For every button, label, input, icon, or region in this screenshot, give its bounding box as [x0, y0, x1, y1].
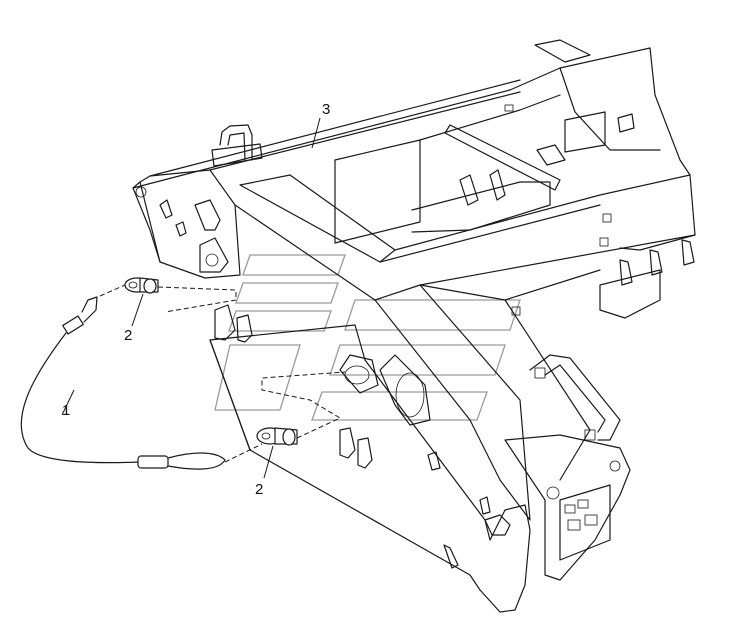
- tether-cable: [20, 296, 226, 470]
- assembly-guides: [99, 284, 346, 463]
- callout-pin-lower: 2: [255, 481, 263, 498]
- watermark-logo: [214, 254, 521, 421]
- lock-pin-lower: [256, 427, 298, 446]
- leader-lines: [61, 117, 321, 479]
- callout-frame: 3: [322, 101, 330, 118]
- main-frame: [132, 39, 696, 613]
- callout-cable: 1: [62, 402, 70, 419]
- callout-pin-upper: 2: [124, 327, 132, 344]
- lock-pin-upper: [124, 277, 159, 294]
